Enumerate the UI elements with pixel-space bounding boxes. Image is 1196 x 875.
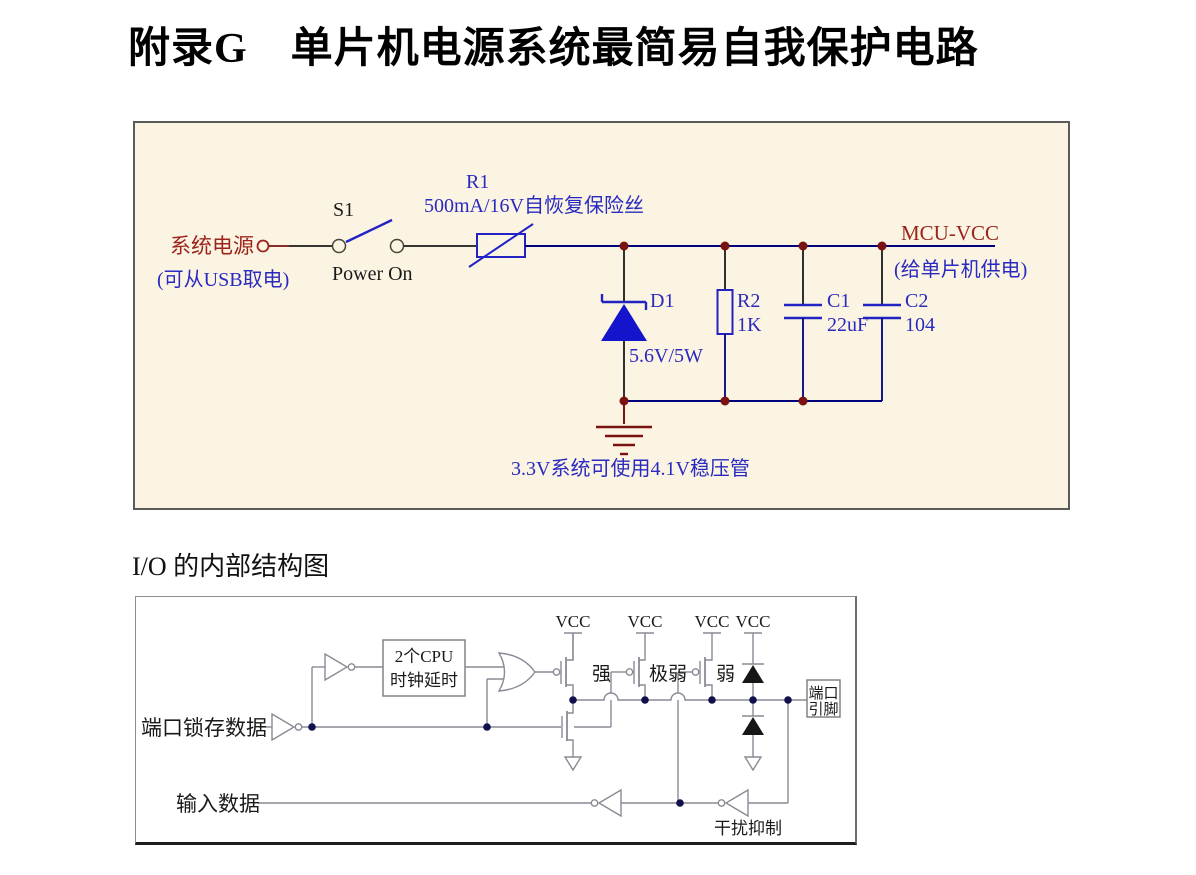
delay-box-line2: 时钟延时 — [390, 671, 458, 690]
inverter-latch — [271, 712, 303, 742]
pmos-weak — [677, 633, 713, 803]
power-circuit-schematic: 系统电源 (可从USB取电) S1 Power On R1 500mA/16V自… — [157, 171, 1027, 480]
fet-strong-label: 强 — [592, 664, 611, 685]
fuse-symbol — [468, 223, 534, 268]
latch-label: 端口锁存数据 — [141, 716, 267, 740]
zener-diode-symbol — [600, 246, 648, 401]
pin-node-line — [573, 692, 807, 701]
zener-ref: D1 — [650, 290, 674, 312]
source-terminal — [256, 239, 332, 253]
io-structure-diagram: 端口锁存数据 输入数据 2个CPU 时钟延时 VCC VCC VCC VCC 强… — [141, 612, 841, 838]
vcc-label-1: VCC — [556, 612, 591, 631]
io-junction-dots — [308, 696, 792, 807]
ground-symbol — [596, 401, 652, 456]
pin-box-line2: 引脚 — [808, 701, 838, 718]
cap1-ref: C1 — [827, 290, 850, 312]
inverter-input — [590, 788, 622, 818]
zener-note: 3.3V系统可使用4.1V稳压管 — [511, 457, 750, 480]
switch-symbol — [331, 218, 405, 254]
capacitor2-symbol — [863, 246, 901, 401]
power-circuit-panel — [133, 121, 1070, 510]
pin-box-line1: 端口 — [808, 685, 838, 702]
cap2-ref: C2 — [905, 290, 928, 312]
io-structure-heading: I/O 的内部结构图 — [132, 552, 330, 581]
resistor-symbol — [716, 246, 734, 401]
delay-box-line1: 2个CPU — [395, 647, 454, 666]
vcc-stubs — [564, 632, 762, 664]
port-pin-box — [806, 679, 841, 718]
cap2-value: 104 — [905, 314, 935, 336]
fuse-desc: 500mA/16V自恢复保险丝 — [424, 194, 644, 217]
suppress-label: 干扰抑制 — [714, 819, 782, 838]
switch-label: Power On — [332, 263, 413, 285]
nmos-pulldown — [561, 700, 583, 772]
input-label: 输入数据 — [176, 792, 260, 816]
inverter-delay-path — [324, 652, 356, 682]
source-label: 系统电源 — [170, 234, 254, 258]
inverter-suppress — [717, 788, 749, 818]
fet-very-weak-label: 极弱 — [649, 663, 687, 685]
page-title: 附录G 单片机电源系统最简易自我保护电路 — [128, 26, 979, 72]
fuse-ref: R1 — [466, 171, 489, 193]
pmos-strong — [552, 633, 574, 700]
capacitor1-symbol — [784, 246, 822, 401]
zener-value: 5.6V/5W — [629, 345, 703, 367]
source-note: (可从USB取电) — [157, 268, 289, 291]
or-gate — [497, 652, 536, 692]
cpu-delay-box — [382, 639, 466, 697]
resistor-ref: R2 — [737, 290, 760, 312]
clamp-diodes — [742, 663, 764, 772]
pmos-very-weak — [574, 633, 646, 728]
output-note: (给单片机供电) — [894, 258, 1027, 281]
switch-ref: S1 — [333, 199, 354, 221]
fet-weak-label: 弱 — [716, 664, 735, 685]
output-label: MCU-VCC — [901, 221, 999, 245]
vcc-label-2: VCC — [628, 612, 663, 631]
cap1-value: 22uF — [827, 314, 868, 336]
resistor-value: 1K — [737, 314, 762, 336]
vcc-label-3: VCC — [695, 612, 730, 631]
vcc-label-4: VCC — [736, 612, 771, 631]
